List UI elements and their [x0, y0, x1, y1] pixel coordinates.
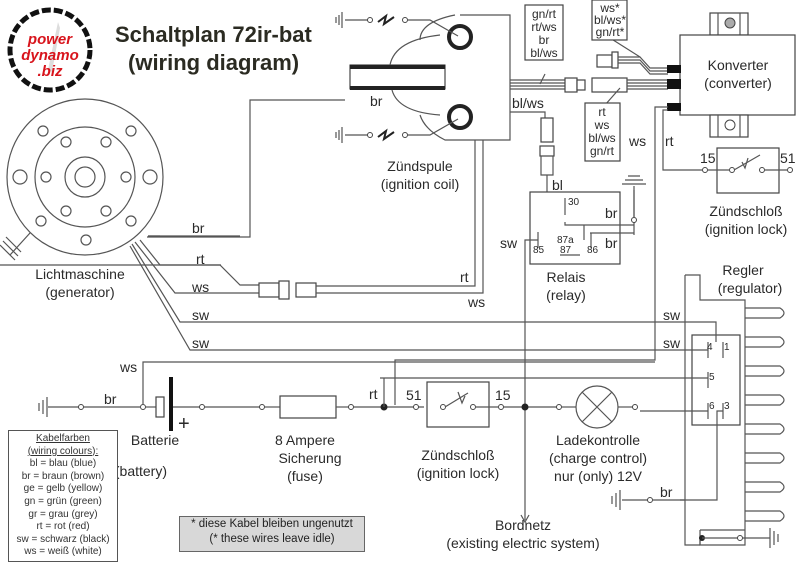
relay-br2-label: br	[605, 235, 618, 251]
reg-sw1-label: sw	[663, 307, 681, 323]
fuse-line2: Sicherung	[278, 450, 341, 466]
reg-pin5: 5	[709, 372, 715, 383]
converter	[667, 12, 796, 138]
conv-rt-label: rt	[665, 133, 674, 149]
generator-label-en: (generator)	[45, 284, 114, 300]
bat-ws-label: ws	[119, 359, 137, 375]
unused-wires-note: * diese Kabel bleiben ungenutzt (* these…	[179, 516, 365, 552]
wiring-colour-legend: Kabelfarben (wiring colours): bl = blau …	[8, 430, 118, 562]
ignition-coil-label-de: Zündspule	[387, 158, 453, 174]
reg-br-label: br	[660, 484, 673, 500]
bundle-bottom-3: gn/rt	[590, 144, 615, 158]
bundle-top-0: ws*	[599, 1, 620, 15]
node-rt-label: rt	[369, 386, 378, 402]
title-line2: (wiring diagram)	[128, 50, 299, 75]
lock-bottom-label-de: Zündschloß	[421, 447, 494, 463]
gen-ws-label: ws	[191, 279, 209, 295]
relay-br1-label: br	[605, 205, 618, 221]
relay-pin87a: 87a	[557, 235, 574, 246]
reg-pin3: 3	[724, 401, 730, 412]
ws-right-label: ws	[467, 294, 485, 310]
reg-pin4: 4	[707, 342, 713, 353]
charge-lamp-line1: Ladekontrolle	[556, 432, 640, 448]
legend-item: gn = grün (green)	[24, 495, 102, 507]
battery-plus: +	[178, 413, 190, 435]
gen-br-label: br	[192, 220, 205, 236]
regulator-label-de: Regler	[722, 262, 764, 278]
note-line1: * diese Kabel bleiben ungenutzt	[191, 518, 353, 530]
logo-line2: dynamo	[21, 47, 79, 64]
logo-line3: .biz	[38, 63, 63, 80]
relay-label-en: (relay)	[546, 287, 586, 303]
regulator	[380, 274, 785, 546]
legend-item: sw = schwarz (black)	[16, 533, 110, 545]
charge-lamp-line3: nur (only) 12V	[554, 468, 643, 484]
legend-item: rt = rot (red)	[36, 521, 90, 533]
coil-blws-label: bl/ws	[512, 95, 544, 111]
bundle-left-0: gn/rt	[532, 7, 557, 21]
charge-lamp	[562, 385, 638, 429]
reg-pin1: 1	[724, 342, 730, 353]
lock-bottom-term51: 51	[406, 387, 422, 403]
bundle-top-2: gn/rt*	[596, 25, 625, 39]
relay-pin30: 30	[568, 197, 580, 208]
logo: power dynamo .biz	[7, 7, 93, 93]
bundle-bottom-0: rt	[598, 105, 606, 119]
battery-label-de: Batterie	[131, 432, 179, 448]
lock-bottom-label-en: (ignition lock)	[417, 465, 499, 481]
converter-label-de: Konverter	[708, 57, 769, 73]
lock-top-term15: 15	[700, 150, 716, 166]
bundle-left-3: bl/ws	[530, 46, 557, 60]
relay-pin85: 85	[533, 245, 545, 256]
legend-item: bl = blau (blue)	[29, 458, 97, 470]
reg-sw2-label: sw	[663, 335, 681, 351]
lock-top-label-de: Zündschloß	[709, 203, 782, 219]
bundle-bottom-1: ws	[594, 118, 610, 132]
regulator-label-en: (regulator)	[718, 280, 783, 296]
charge-lamp-line2: (charge control)	[549, 450, 647, 466]
battery-label-en: (battery)	[115, 463, 167, 479]
legend-item: ws = weiß (white)	[24, 546, 102, 558]
note-line2: (* these wires leave idle)	[209, 533, 335, 545]
bundle-top-1: bl/ws*	[594, 13, 626, 27]
bundle-left-2: br	[539, 33, 550, 47]
bundle-left-1: rt/ws	[531, 20, 556, 34]
legend-header-1: Kabelfarben	[36, 433, 90, 444]
generator-label-de: Lichtmaschine	[35, 266, 125, 282]
fuse-line1: 8 Ampere	[275, 432, 335, 448]
conv-ws-label: ws	[628, 133, 646, 149]
title-line1: Schaltplan 72ir-bat	[115, 22, 313, 47]
legend-item: ge = gelb (yellow)	[23, 483, 103, 495]
relay-sw-label: sw	[500, 235, 518, 251]
rt-right-label: rt	[460, 269, 469, 285]
logo-line1: power	[27, 31, 73, 48]
bundle-bottom-2: bl/ws	[588, 131, 615, 145]
reg-pin6: 6	[709, 401, 715, 412]
bat-br-label: br	[104, 391, 117, 407]
relay	[529, 175, 646, 265]
legend-item: gr = grau (grey)	[28, 508, 98, 520]
coil-br-label: br	[370, 93, 383, 109]
legend-item: br = braun (brown)	[21, 470, 105, 482]
relay-pin86: 86	[587, 245, 599, 256]
gen-sw1-label: sw	[192, 307, 210, 323]
lock-top-term51: 51	[780, 150, 796, 166]
bordnetz-label-en: (existing electric system)	[446, 535, 599, 551]
legend-header-2: (wiring colours):	[27, 445, 99, 457]
relay-bl-label: bl	[552, 177, 563, 193]
fuse-line3: (fuse)	[287, 468, 323, 484]
ignition-coil	[335, 12, 511, 143]
relay-label-de: Relais	[547, 269, 586, 285]
relay-pin87: 87	[560, 245, 572, 256]
bordnetz-label-de: Bordnetz	[495, 517, 551, 533]
ignition-coil-label-en: (ignition coil)	[381, 176, 460, 192]
lock-bottom-term15: 15	[495, 387, 511, 403]
lock-top-label-en: (ignition lock)	[705, 221, 787, 237]
ignition-lock-top	[690, 147, 793, 194]
generator	[0, 98, 164, 261]
gen-sw2-label: sw	[192, 335, 210, 351]
converter-label-en: (converter)	[704, 75, 772, 91]
gen-rt-label: rt	[196, 251, 205, 267]
ignition-lock-bottom	[413, 381, 560, 428]
